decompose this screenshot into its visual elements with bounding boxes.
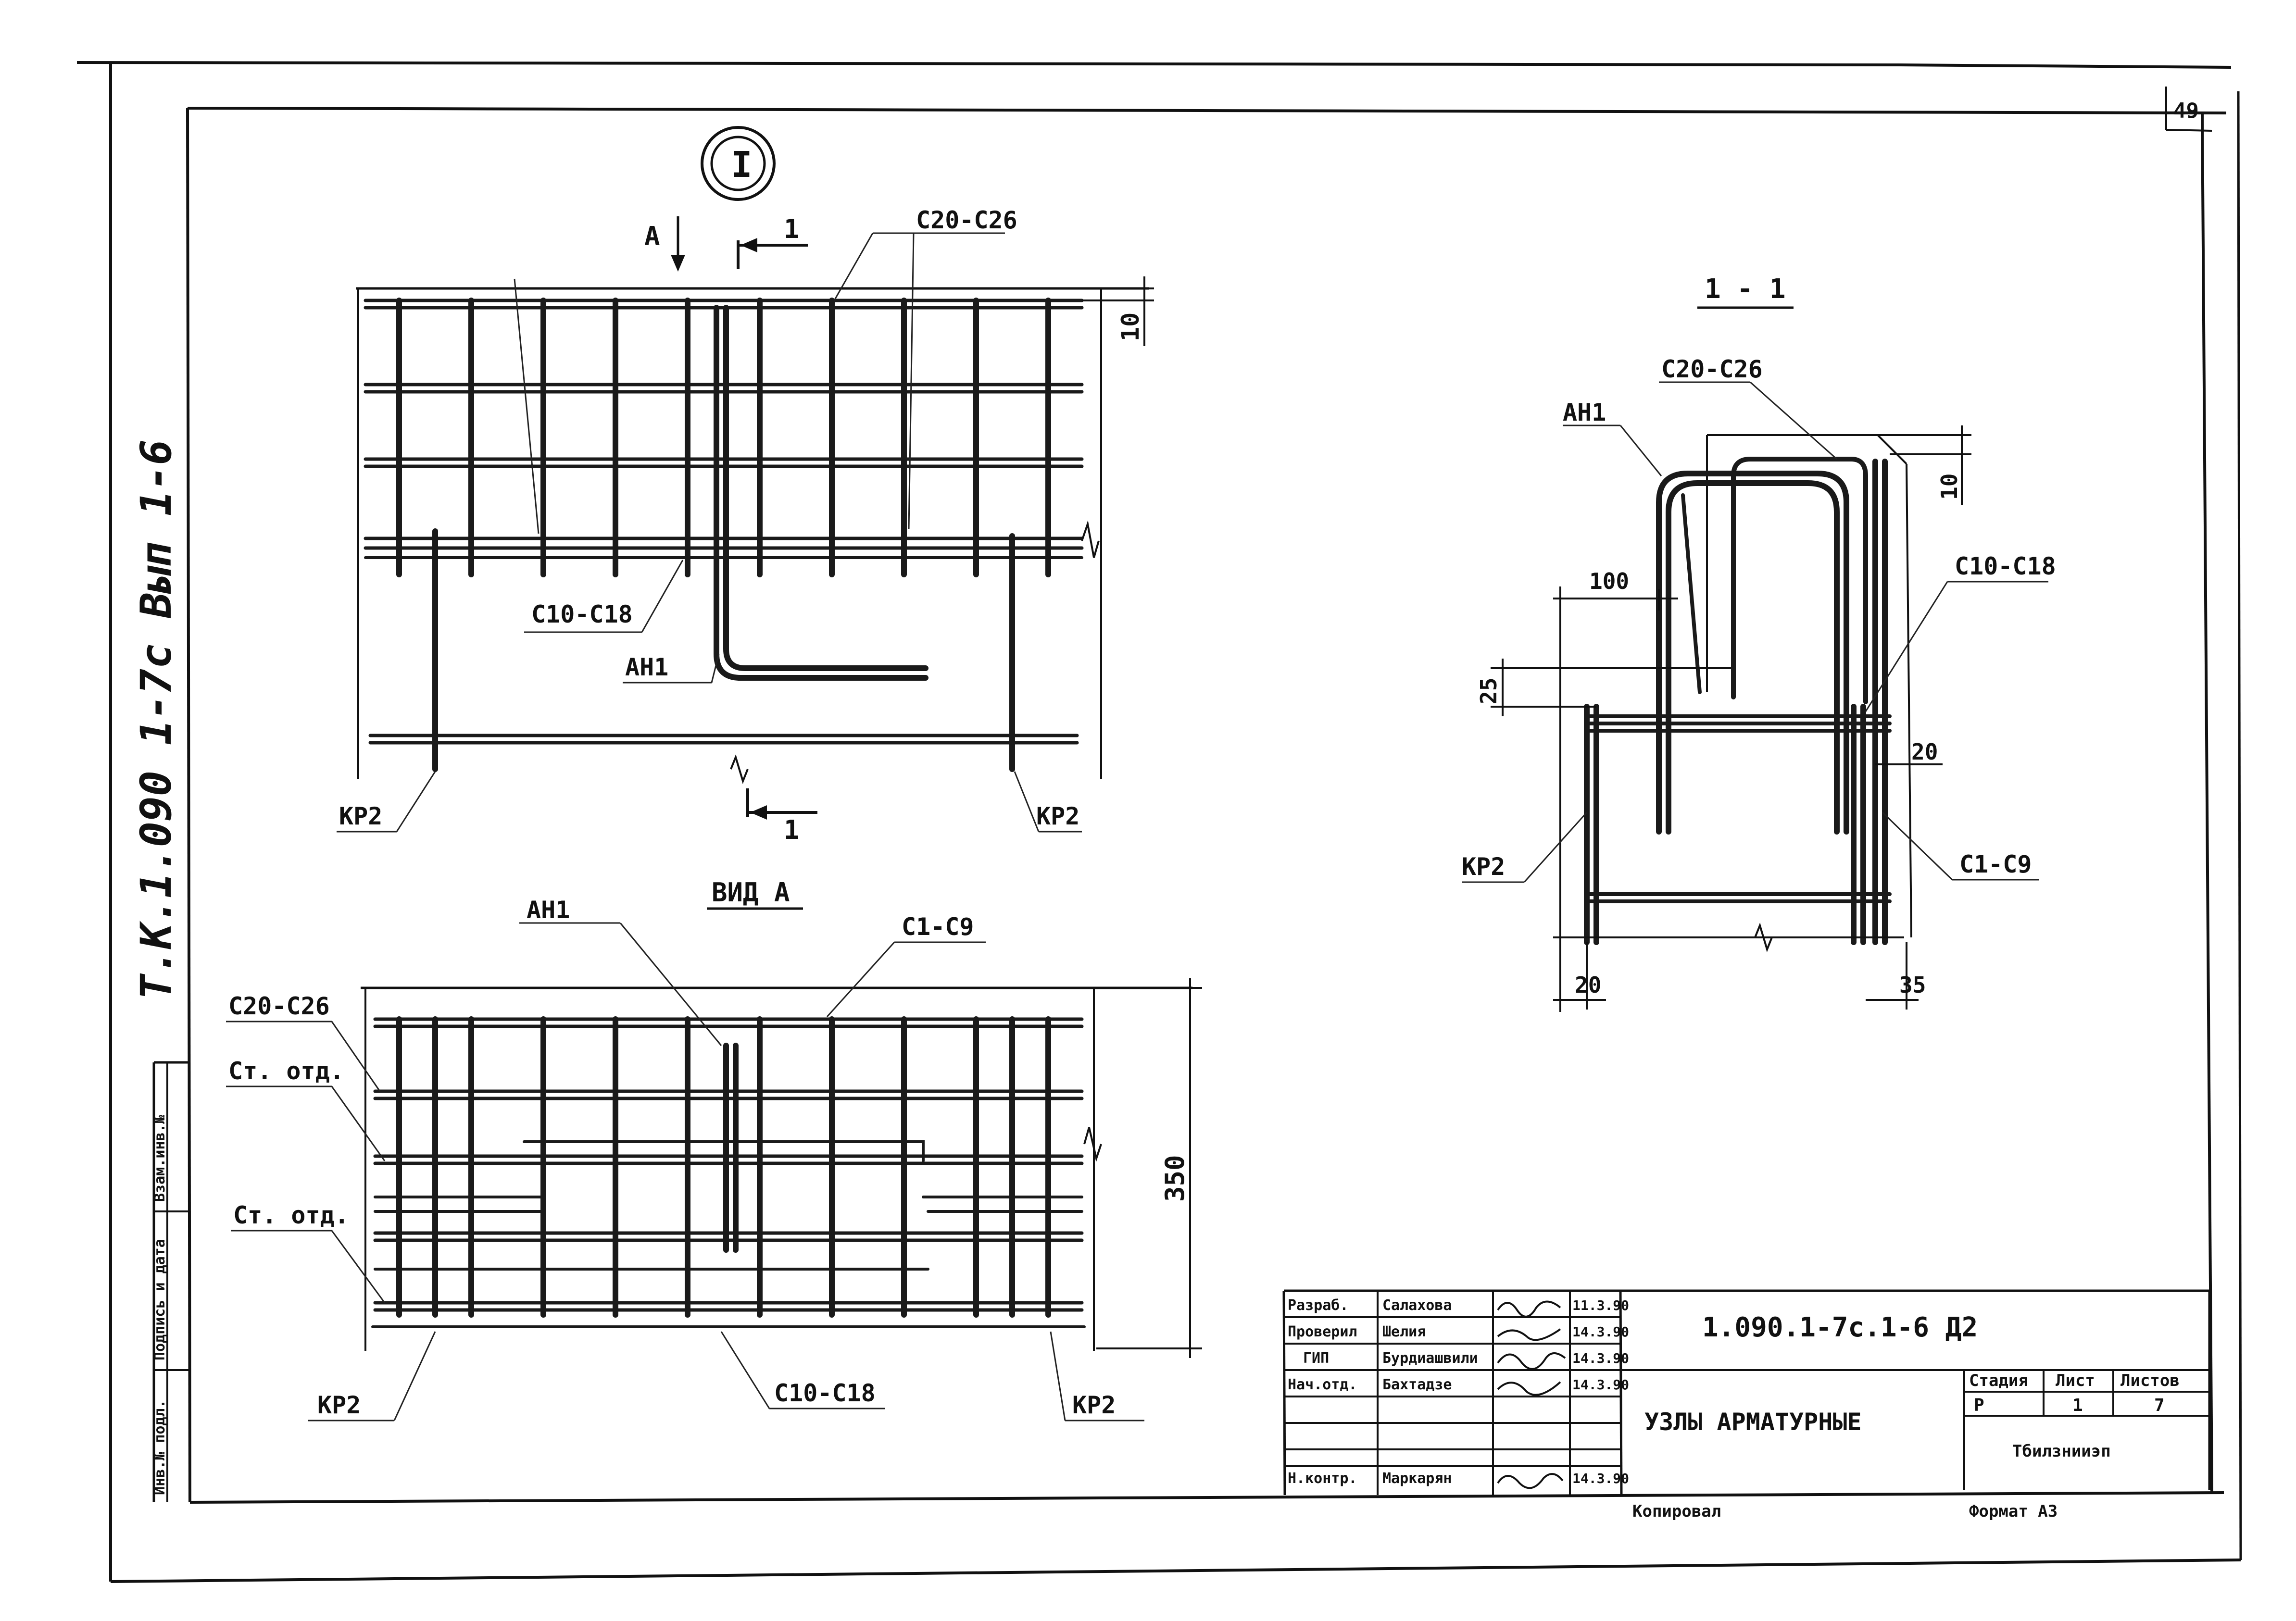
plan-dim-10: 10 — [1117, 312, 1144, 341]
section-label-c20-c26: C20-C26 — [1661, 355, 1763, 383]
view-a-label-c10-c18: C10-C18 — [774, 1379, 876, 1407]
plan-label-kp2-right: КР2 — [1036, 802, 1079, 830]
node-marker-label: I — [731, 144, 753, 186]
side-stamp: Инв.№ подл. Подпись и дата Взам.инв.№ — [151, 1061, 190, 1502]
section-view — [1491, 425, 1971, 1012]
stamp-role-gip: ГИП — [1303, 1350, 1329, 1367]
section-label-kp2: КР2 — [1462, 853, 1505, 881]
view-a-label-c1-c9: C1-C9 — [902, 913, 974, 941]
view-a-dim-350: 350 — [1160, 1155, 1190, 1202]
cut-marker-top-label: 1 — [784, 214, 800, 244]
view-a-label-kp2-left: КР2 — [317, 1391, 361, 1419]
cut-marker-top — [737, 238, 808, 269]
stamp-name-gip: Бурдиашвили — [1382, 1350, 1478, 1367]
stamp-sheets-total-value: 7 — [2154, 1396, 2165, 1415]
stamp-date-head: 14.3.90 — [1572, 1377, 1629, 1393]
stamp-stage-value: Р — [1974, 1396, 1984, 1415]
section-dim-35-bottom: 35 — [1899, 972, 1926, 998]
stamp-name-norm-control: Маркарян — [1382, 1470, 1452, 1487]
view-marker-a-label: А — [644, 221, 660, 251]
stamp-date-developer: 11.3.90 — [1572, 1297, 1629, 1313]
section-dim-25: 25 — [1476, 678, 1502, 704]
section-title: 1 - 1 — [1705, 274, 1786, 305]
left-margin-note: Т.К.1.090 1-7с Вып 1-6 — [131, 439, 181, 1000]
plan-view — [356, 276, 1154, 785]
plan-label-ahi: АН1 — [625, 653, 668, 681]
view-a-leaders — [226, 922, 1144, 1421]
stamp-role-norm-control: Н.контр. — [1288, 1470, 1357, 1487]
plan-leaders — [337, 232, 1082, 833]
section-label-ahi: АН1 — [1563, 399, 1606, 426]
stamp-role-checked: Проверил — [1288, 1323, 1357, 1340]
node-marker: I — [701, 126, 776, 201]
section-dim-20-bottom: 20 — [1575, 972, 1601, 998]
stamp-date-gip: 14.3.90 — [1572, 1350, 1629, 1366]
view-a — [361, 978, 1202, 1358]
view-a-label-st-otd-2: Ст. отд. — [233, 1201, 349, 1229]
section-label-c1-c9: C1-C9 — [1959, 850, 2032, 878]
stamp-header-stage: Стадия — [1969, 1371, 2028, 1390]
stamp-sheet-value: 1 — [2072, 1396, 2083, 1415]
view-a-label-c20-c26: C20-C26 — [228, 992, 330, 1020]
view-marker-a — [671, 216, 685, 272]
stamp-role-head: Нач.отд. — [1288, 1376, 1357, 1393]
section-label-c10-c18: C10-C18 — [1955, 552, 2056, 580]
title-block — [1282, 1289, 2211, 1496]
section-dim-10: 10 — [1936, 474, 1962, 500]
side-stamp-inv-label: Инв.№ подл. — [151, 1399, 168, 1495]
plan-label-c20-c26: C20-C26 — [916, 206, 1017, 234]
sheet-title: УЗЛЫ АРМАТУРНЫЕ — [1644, 1408, 1862, 1436]
stamp-name-checked: Шелия — [1382, 1323, 1426, 1340]
stamp-date-norm-control: 14.3.90 — [1572, 1471, 1629, 1486]
stamp-name-head: Бахтадзе — [1382, 1376, 1452, 1393]
stamp-signatures — [1497, 1300, 1566, 1489]
cut-marker-bottom-label: 1 — [784, 815, 800, 845]
view-a-label-kp2-right: КР2 — [1072, 1391, 1116, 1419]
view-a-title: ВИД А — [712, 877, 790, 908]
view-a-label-st-otd-1: Ст. отд. — [228, 1057, 344, 1085]
side-stamp-replace-label: Взам.инв.№ — [151, 1114, 168, 1202]
section-leaders — [1462, 381, 2048, 883]
section-dim-20-right: 20 — [1911, 739, 1938, 765]
page-corner-number: 49 — [2173, 99, 2199, 123]
plan-label-c10-c18: C10-C18 — [531, 600, 633, 628]
view-a-label-ahi: АН1 — [527, 896, 570, 924]
section-dim-100: 100 — [1589, 568, 1629, 594]
sheet-frame — [76, 61, 2242, 1583]
stamp-role-developer: Разраб. — [1288, 1297, 1348, 1314]
stamp-date-checked: 14.3.90 — [1572, 1324, 1629, 1340]
stamp-header-sheet: Лист — [2056, 1371, 2095, 1390]
stamp-header-sheets-total: Листов — [2120, 1371, 2180, 1390]
format-label: Формат А3 — [1969, 1502, 2058, 1521]
plan-label-kp2-left: КР2 — [339, 802, 382, 830]
side-stamp-signature-label: Подпись и дата — [151, 1239, 168, 1360]
cut-marker-bottom — [746, 788, 817, 820]
stamp-name-developer: Салахова — [1382, 1297, 1452, 1314]
organization-name: Тбилзнииэп — [2012, 1442, 2111, 1461]
sheet-code: 1.090.1-7c.1-6 Д2 — [1702, 1312, 1978, 1343]
copied-label: Копировал — [1632, 1502, 1721, 1521]
